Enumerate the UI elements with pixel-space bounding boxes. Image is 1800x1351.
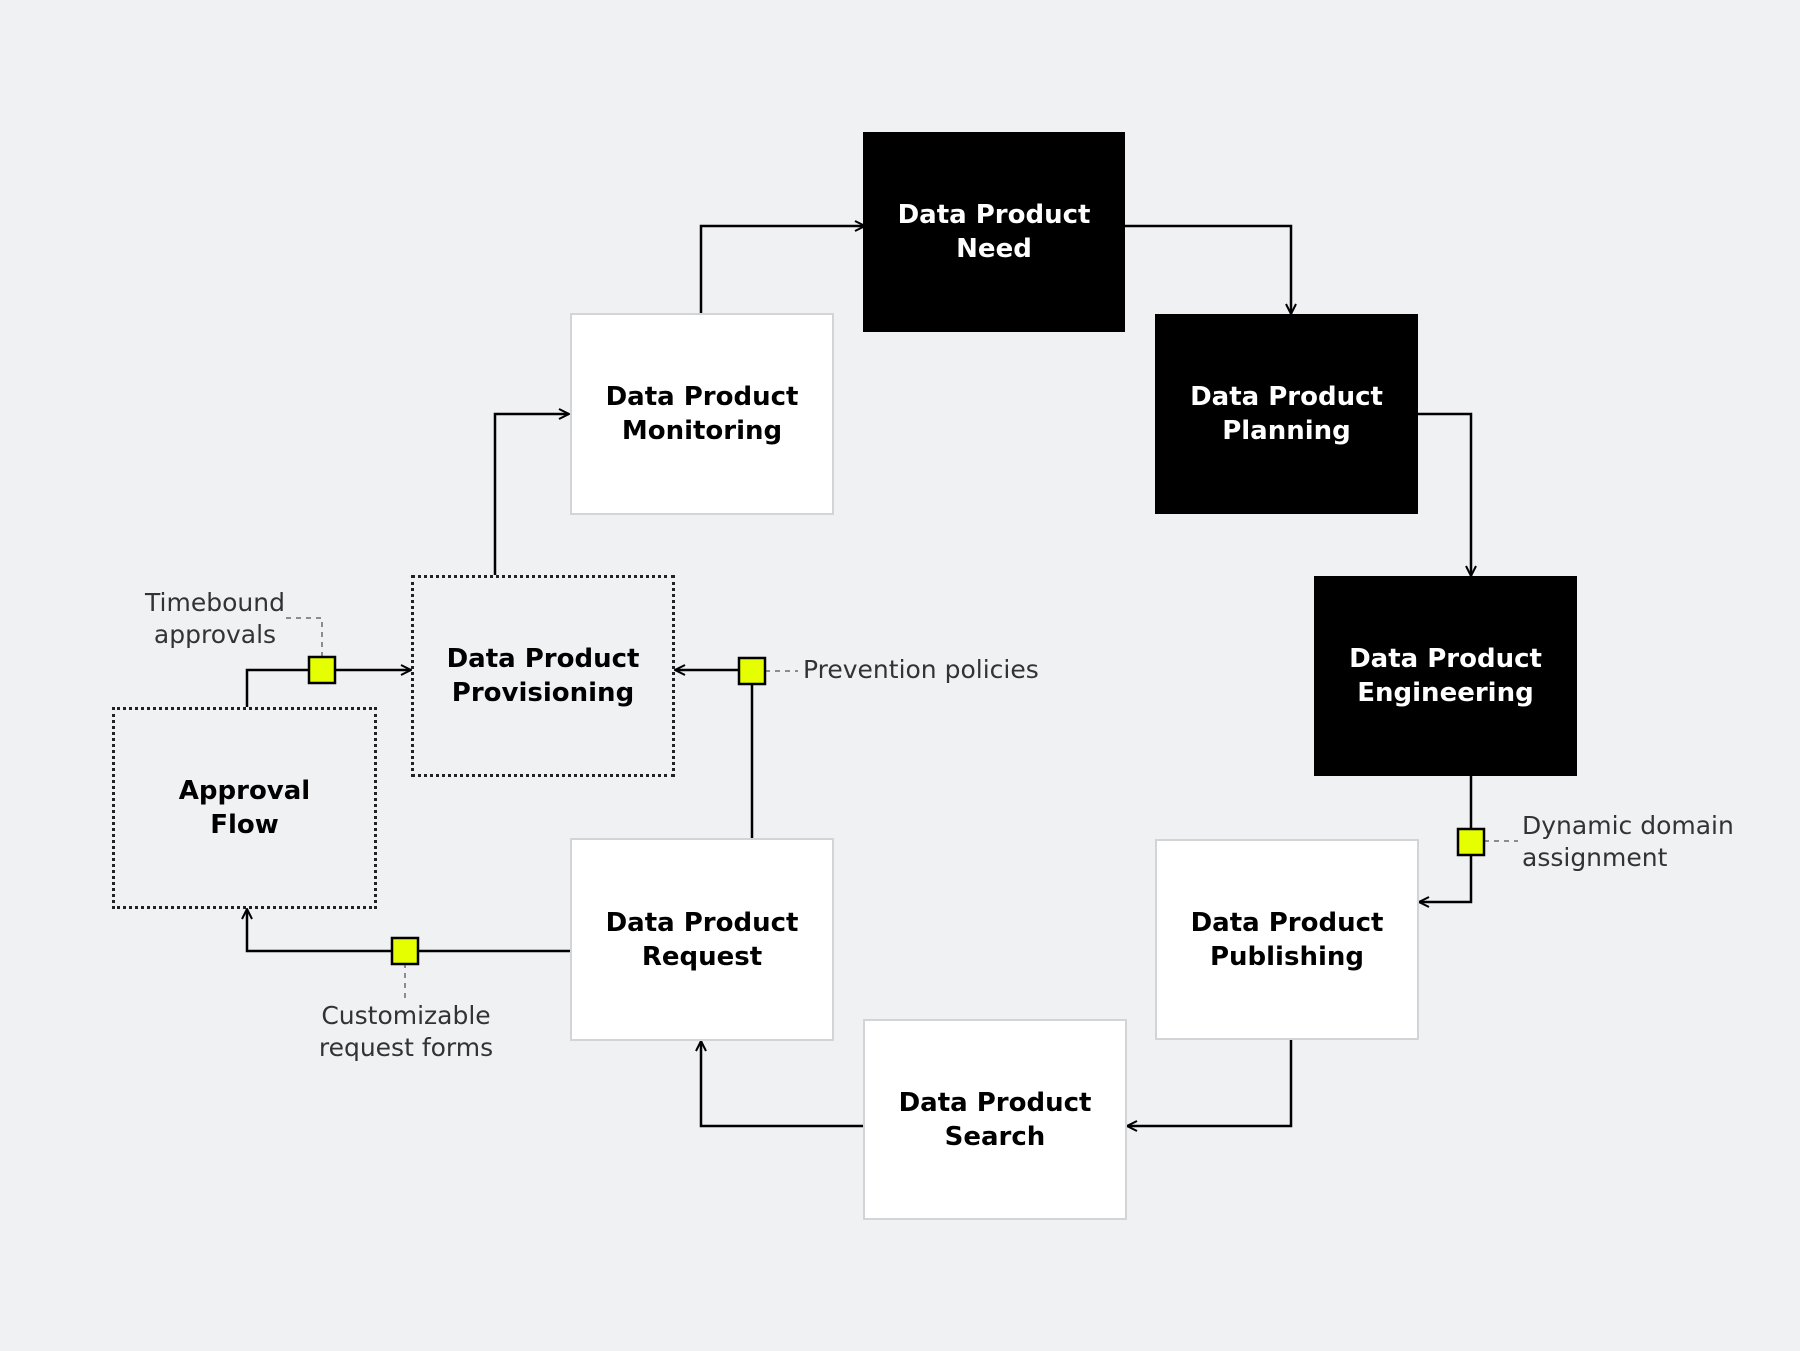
annotation-customizable-request-forms: Customizable request forms — [318, 1001, 494, 1062]
node-publishing: Data Product Publishing — [1155, 839, 1419, 1040]
node-search: Data Product Search — [863, 1019, 1127, 1220]
annotation-prevention-policies: Prevention policies — [803, 655, 1039, 684]
arrow-engineering-to-publishing — [1419, 776, 1473, 902]
marker-customizable — [390, 936, 420, 966]
node-provisioning: Data Product Provisioning — [411, 575, 675, 777]
node-request: Data Product Request — [570, 838, 834, 1041]
node-planning-label: Data Product Planning — [1190, 382, 1383, 446]
marker-prevention — [737, 656, 767, 686]
leader-timebound — [284, 617, 323, 657]
node-search-label: Data Product Search — [898, 1087, 1092, 1152]
node-need: Data Product Need — [863, 132, 1125, 332]
node-provisioning-label: Data Product Provisioning — [446, 644, 640, 708]
arrow-approval-to-provisioning — [245, 670, 411, 707]
arrow-request-to-provisioning — [675, 670, 754, 838]
node-planning: Data Product Planning — [1155, 314, 1418, 514]
node-need-label: Data Product Need — [897, 200, 1091, 264]
arrow-need-to-planning — [1125, 224, 1291, 314]
arrow-provisioning-to-monitoring — [493, 414, 569, 575]
node-engineering-label: Data Product Engineering — [1349, 644, 1542, 708]
arrow-planning-to-engineering — [1418, 412, 1471, 576]
node-engineering: Data Product Engineering — [1314, 576, 1577, 776]
node-publishing-label: Data Product Publishing — [1190, 907, 1384, 972]
arrow-monitoring-to-need — [699, 226, 865, 313]
marker-dynamic — [1456, 827, 1486, 857]
arrow-search-to-request — [701, 1041, 863, 1128]
arrow-request-to-approval — [247, 909, 570, 953]
node-approval-flow: Approval Flow — [112, 707, 377, 909]
marker-timebound — [307, 655, 337, 685]
node-approval-flow-label: Approval Flow — [178, 776, 311, 840]
node-monitoring-label: Data Product Monitoring — [605, 382, 799, 446]
arrow-publishing-to-search — [1127, 1040, 1293, 1126]
annotation-timebound-approvals: Timebound approvals — [145, 588, 285, 649]
node-monitoring: Data Product Monitoring — [570, 313, 834, 515]
annotation-dynamic-domain-assignment: Dynamic domain assignment — [1522, 811, 1734, 872]
node-request-label: Data Product Request — [605, 907, 799, 972]
